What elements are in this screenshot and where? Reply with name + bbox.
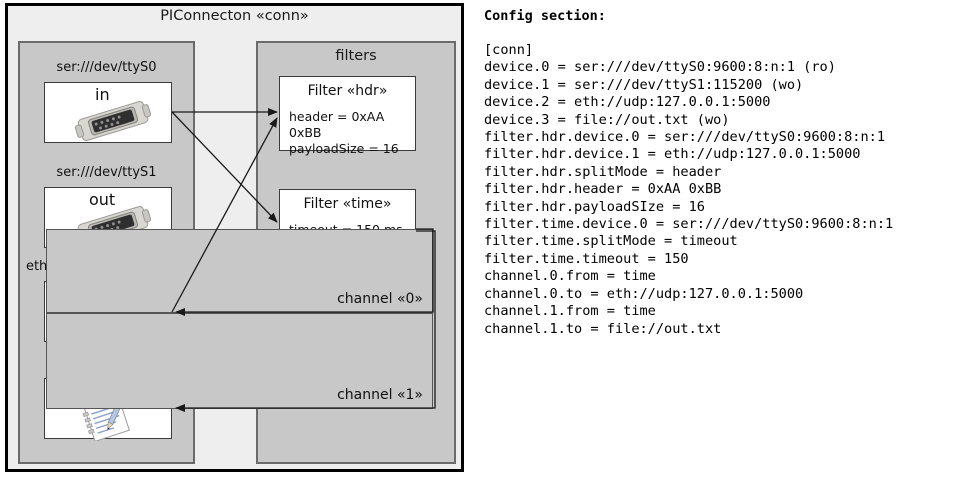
filter-title-time: Filter «time» [303, 196, 392, 212]
device-direction-ser0: in [95, 85, 110, 104]
filter-title-hdr: Filter «hdr» [307, 83, 388, 99]
device-direction-ser1: out [89, 190, 116, 209]
device-label-ser1: ser:///dev/ttyS1 [56, 165, 157, 180]
config-line: [conn] [484, 42, 534, 58]
config-line: filter.hdr.header = 0xAA 0xBB [484, 181, 722, 198]
config-line: channel.1.from = time [484, 303, 656, 320]
config-heading: Config section: [484, 8, 606, 24]
config-line: channel.0.to = eth://udp:127.0.0.1:5000 [484, 285, 804, 302]
filter-attr: header = 0xAA 0xBB [289, 109, 385, 140]
device-box-ser0[interactable]: in [44, 82, 172, 143]
channel-box-1[interactable]: channel «1» [46, 313, 433, 409]
config-line: filter.time.device.0 = ser:///dev/ttyS0:… [484, 216, 894, 233]
config-line: device.0 = ser:///dev/ttyS0:9600:8:n:1 (… [484, 59, 836, 76]
channel-box-0[interactable]: channel «0» [46, 229, 433, 313]
config-line: filter.hdr.payloadSIze = 16 [484, 198, 705, 215]
filter-attrs-hdr: header = 0xAA 0xBB payloadSize = 16 [289, 109, 415, 157]
filter-box-hdr[interactable]: Filter «hdr» header = 0xAA 0xBB payloadS… [279, 76, 416, 156]
filters-group-title: filters [335, 48, 377, 64]
serial-port-icon [74, 101, 152, 141]
config-line: device.2 = eth://udp:127.0.0.1:5000 [484, 94, 771, 111]
config-line: filter.time.splitMode = timeout [484, 233, 738, 250]
config-line: filter.hdr.splitMode = header [484, 163, 722, 180]
config-line: channel.0.from = time [484, 268, 656, 285]
channel-label-1: channel «1» [337, 387, 423, 403]
config-line: filter.hdr.device.0 = ser:///dev/ttyS0:9… [484, 129, 886, 146]
config-listing: [conn]device.0 = ser:///dev/ttyS0:9600:8… [484, 42, 893, 338]
component-title: PIConnecton «conn» [160, 8, 309, 24]
config-pane: Config section: [conn]device.0 = ser:///… [480, 0, 964, 484]
channel-label-0: channel «0» [337, 291, 423, 307]
config-line: channel.1.to = file://out.txt [484, 320, 722, 337]
device-label-ser0: ser:///dev/ttyS0 [56, 60, 157, 75]
config-line: device.3 = file://out.txt (wo) [484, 111, 730, 128]
config-line: filter.time.timeout = 150 [484, 250, 689, 267]
config-line: device.1 = ser:///dev/ttyS1:115200 (wo) [484, 76, 804, 93]
config-line: filter.hdr.device.1 = eth://udp:127.0.0.… [484, 146, 861, 163]
filter-attr: payloadSize = 16 [289, 141, 399, 156]
